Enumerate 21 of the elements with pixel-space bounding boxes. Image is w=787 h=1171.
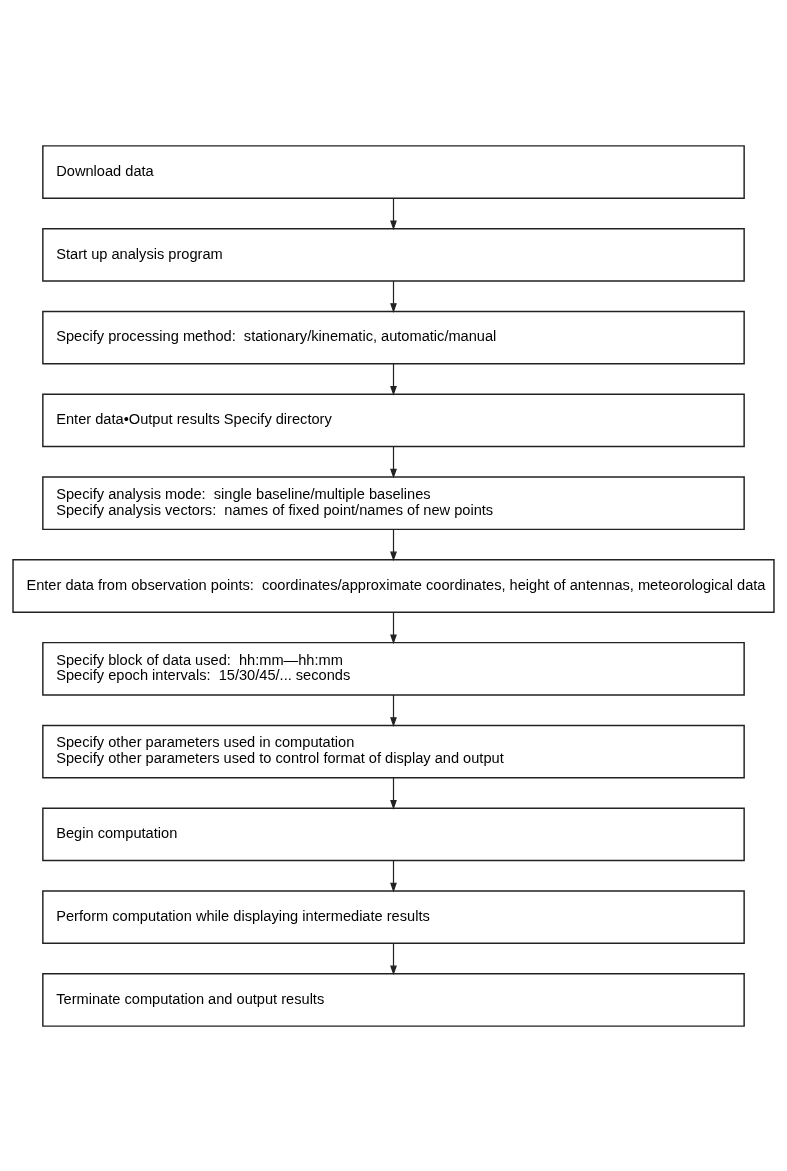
arrow — [390, 942, 397, 975]
node-box: Enter data•Output results Specify directory — [42, 393, 745, 447]
node-box: Specify other parameters used in computation Specify other parameters used to control format of display and output — [42, 724, 745, 778]
node-box: Perform computation while displaying intermediate results — [42, 889, 745, 944]
arrow — [390, 611, 397, 644]
arrow — [390, 528, 397, 561]
node-box: Start up analysis program — [42, 227, 745, 282]
arrow — [390, 197, 397, 230]
node-box: Specify block of data used: hh:mm—hh:mm Specify epoch intervals: 15/30/45/... seconds — [42, 641, 745, 696]
node-box: Begin computation — [42, 806, 745, 861]
arrow — [390, 362, 397, 396]
node-box: Enter data from observation points: coordinates/approximate coordinates, height of antennas, meteorological data — [12, 558, 775, 613]
arrow — [390, 279, 397, 313]
arrow — [390, 776, 397, 810]
arrow — [390, 693, 397, 727]
arrow — [390, 859, 397, 893]
node-box: Download data — [42, 144, 745, 199]
arrow — [390, 445, 397, 479]
node-box: Specify analysis mode: single baseline/multiple baselines Specify analysis vectors: names of fixed point/names of new points — [42, 475, 745, 530]
node-box: Specify processing method: stationary/kinematic, automatic/manual — [42, 310, 745, 365]
node-box: Terminate computation and output results — [42, 972, 745, 1027]
